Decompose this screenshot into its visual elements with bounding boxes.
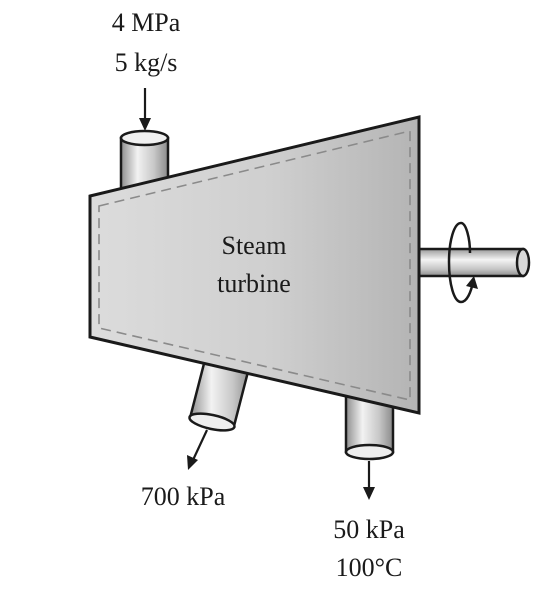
turbine-body (88, 115, 421, 415)
turbine-label-line1: Steam (222, 231, 287, 260)
exhaust-pressure-label: 50 kPa (333, 515, 405, 544)
turbine-casing-dashed-outline (98, 129, 411, 402)
rotation-arrow-icon (447, 221, 478, 304)
turbine-label-line2: turbine (217, 269, 291, 298)
inlet-pipe (119, 129, 170, 192)
inlet-arrow-icon (139, 88, 151, 131)
exhaust-temperature-label: 100°C (336, 553, 403, 582)
output-shaft (417, 247, 531, 278)
extraction-arrow-icon (187, 429, 208, 470)
inlet-flow-label: 5 kg/s (115, 48, 178, 77)
extraction-pressure-label: 700 kPa (141, 482, 226, 511)
inlet-pressure-label: 4 MPa (112, 8, 181, 37)
exhaust-arrow-icon (363, 461, 375, 500)
